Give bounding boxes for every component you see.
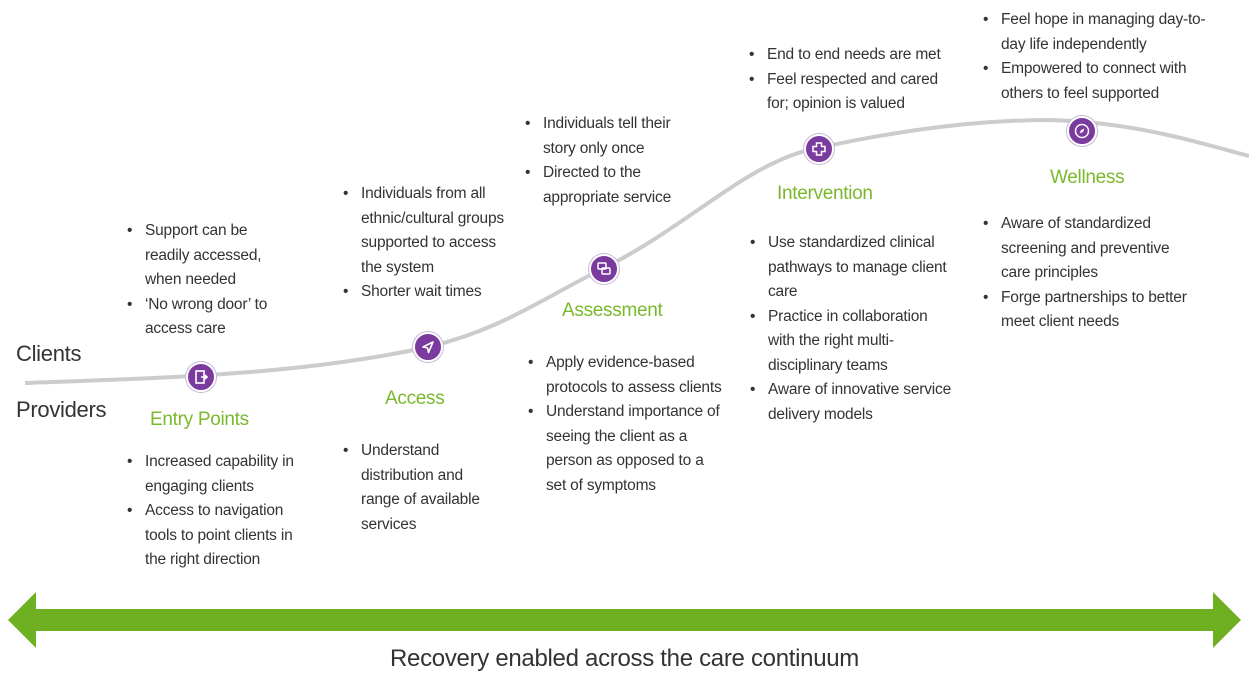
- providers-label: Providers: [16, 397, 107, 422]
- access-provider-list: Understand distribution and range of ava…: [341, 439, 501, 537]
- compass-icon: [1067, 116, 1097, 146]
- entry-points-client-list: Support can be readily accessed, when ne…: [125, 219, 290, 342]
- list-item: End to end needs are met: [747, 43, 957, 68]
- clients-label: Clients: [16, 341, 82, 366]
- stage-title-assessment: Assessment: [562, 300, 663, 321]
- list-item: Individuals tell their story only once: [523, 112, 698, 161]
- footer-caption: Recovery enabled across the care continu…: [390, 645, 859, 672]
- list-item: Use standardized clinical pathways to ma…: [748, 231, 953, 305]
- medical-cross-icon: [804, 134, 834, 164]
- intervention-provider-list: Use standardized clinical pathways to ma…: [748, 231, 953, 427]
- list-item: Apply evidence-based protocols to assess…: [526, 351, 726, 400]
- stage-title-access: Access: [385, 388, 445, 409]
- stage-title-entry-points: Entry Points: [150, 409, 249, 430]
- list-item: Increased capability in engaging clients: [125, 450, 315, 499]
- list-item: Access to navigation tools to point clie…: [125, 499, 315, 573]
- list-item: Shorter wait times: [341, 280, 519, 305]
- wellness-client-list: Feel hope in managing day-to-day life in…: [981, 8, 1221, 106]
- assessment-provider-list: Apply evidence-based protocols to assess…: [526, 351, 726, 498]
- access-client-list: Individuals from all ethnic/cultural gro…: [341, 182, 519, 305]
- list-item: Aware of innovative service delivery mod…: [748, 378, 953, 427]
- list-item: Empowered to connect with others to feel…: [981, 57, 1221, 106]
- chat-bubbles-icon: [589, 254, 619, 284]
- list-item: Aware of standardized screening and prev…: [981, 212, 1191, 286]
- intervention-client-list: End to end needs are met Feel respected …: [747, 43, 957, 117]
- stage-title-wellness: Wellness: [1050, 167, 1125, 188]
- stage-title-intervention: Intervention: [777, 183, 873, 204]
- wellness-provider-list: Aware of standardized screening and prev…: [981, 212, 1191, 335]
- list-item: Feel respected and cared for; opinion is…: [747, 68, 957, 117]
- continuum-double-arrow: [8, 592, 1241, 648]
- exit-door-icon: [186, 362, 216, 392]
- list-item: ‘No wrong door’ to access care: [125, 293, 290, 342]
- list-item: Practice in collaboration with the right…: [748, 305, 953, 379]
- list-item: Directed to the appropriate service: [523, 161, 698, 210]
- list-item: Individuals from all ethnic/cultural gro…: [341, 182, 519, 280]
- list-item: Feel hope in managing day-to-day life in…: [981, 8, 1221, 57]
- list-item: Forge partnerships to better meet client…: [981, 286, 1191, 335]
- assessment-client-list: Individuals tell their story only once D…: [523, 112, 698, 210]
- list-item: Understand distribution and range of ava…: [341, 439, 501, 537]
- list-item: Support can be readily accessed, when ne…: [125, 219, 290, 293]
- navigation-arrow-icon: [413, 332, 443, 362]
- list-item: Understand importance of seeing the clie…: [526, 400, 726, 498]
- entry-points-provider-list: Increased capability in engaging clients…: [125, 450, 315, 573]
